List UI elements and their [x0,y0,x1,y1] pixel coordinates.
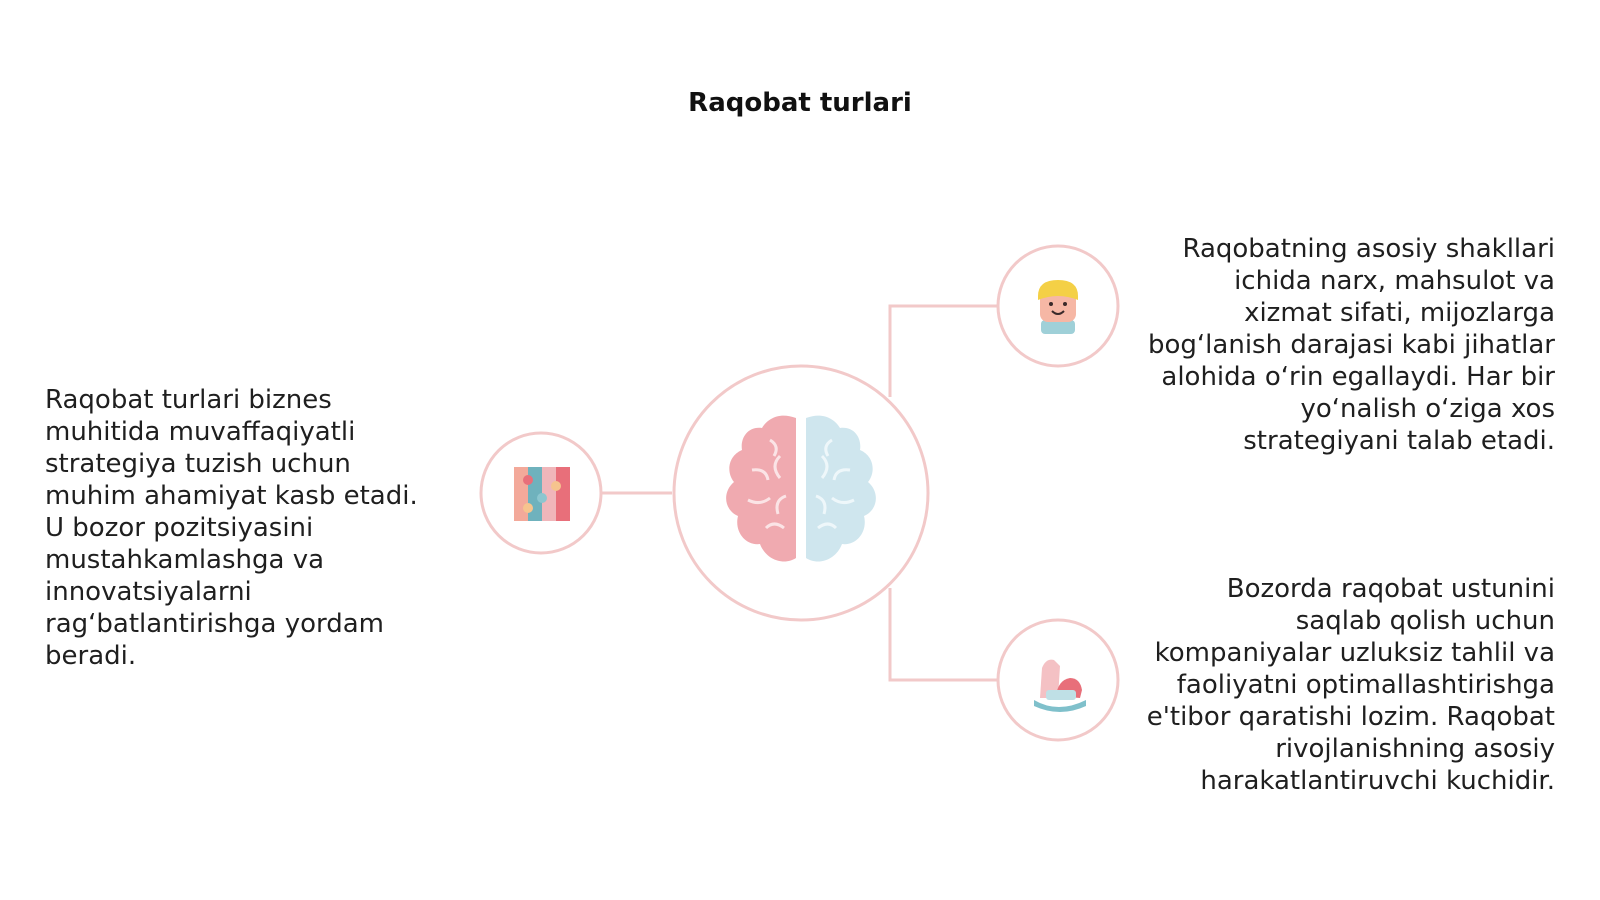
bottom-right-node [996,618,1120,742]
toy-horse-icon [1034,659,1086,712]
left-description: Raqobat turlari biznes muhitida muvaffaq… [45,385,418,671]
puzzle-icon [514,467,570,521]
bottom-right-description: Bozorda raqobat ustunini saqlab qolish u… [1146,574,1555,796]
center-node [672,364,930,622]
brain-icon [726,415,876,562]
person-avatar-icon [1038,280,1078,334]
page-title: Raqobat turlari [688,88,912,118]
connector-top-right [888,304,998,397]
connector-lines [601,304,998,682]
top-right-description: Raqobatning asosiy shakllari ichida narx… [1148,234,1555,456]
connector-bottom-right [888,588,998,682]
left-node [479,431,603,555]
top-right-node [996,244,1120,368]
